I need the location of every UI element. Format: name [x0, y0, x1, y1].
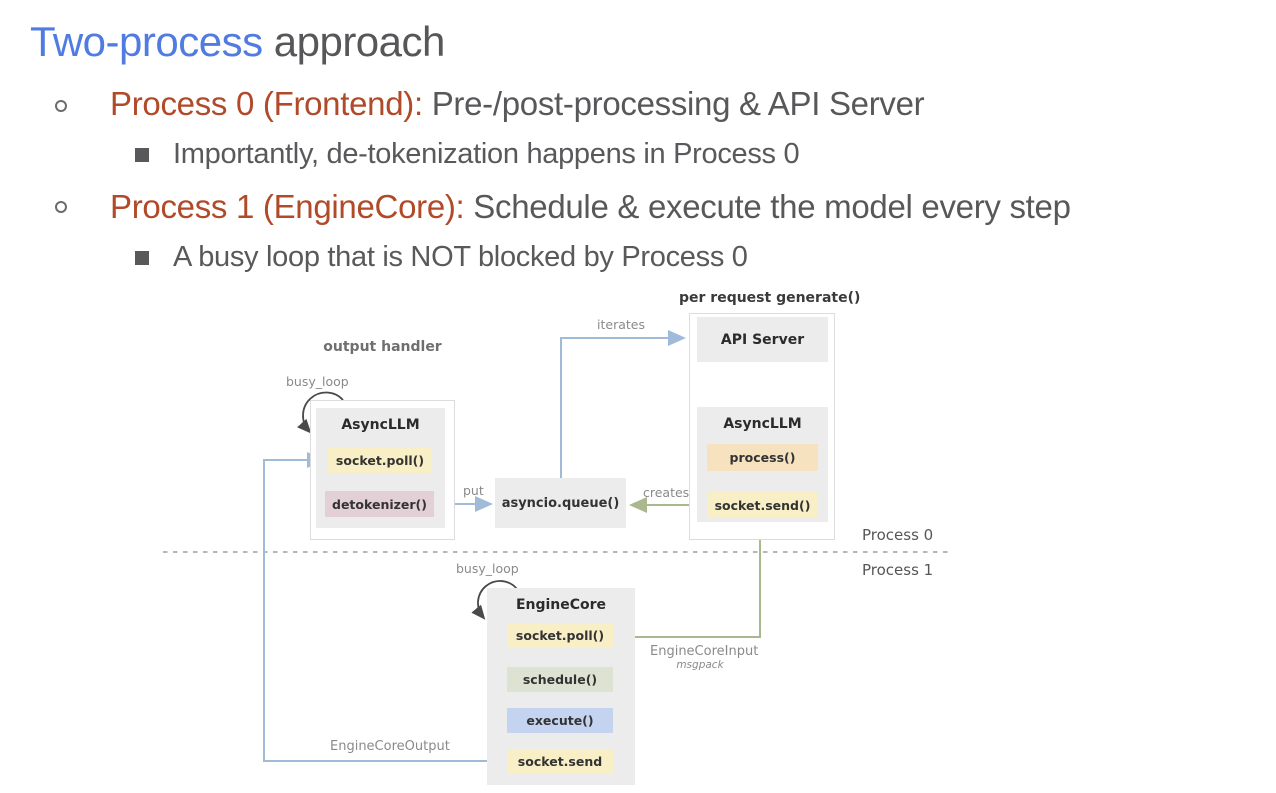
method-schedule: schedule() [507, 667, 613, 692]
bullet-process0-lead: Process 0 (Frontend): [110, 85, 423, 122]
iterates-label: iterates [597, 317, 645, 332]
title-highlight: Two-process [30, 18, 263, 65]
bullet-process0: Process 0 (Frontend): Pre-/post-processi… [110, 85, 925, 123]
busy-loop-arc-top-icon [297, 391, 344, 434]
process0-label: Process 0 [862, 526, 934, 544]
page-title: Two-process approach [30, 18, 445, 66]
engine-core-output-label: EngineCoreOutput [330, 739, 450, 754]
msgpack-label: msgpack [676, 659, 724, 671]
per-request-generate-label: per request generate() [679, 290, 861, 306]
method-socket-poll-engine: socket.poll() [507, 623, 613, 648]
method-socket-poll-left: socket.poll() [328, 447, 432, 473]
sub-bullet-busy-loop: A busy loop that is NOT blocked by Proce… [173, 241, 748, 273]
output-handler-label: output handler [323, 339, 442, 355]
api-server-title: API Server [720, 332, 805, 348]
creates-label: creates [643, 485, 690, 500]
method-process: process() [707, 444, 818, 471]
async-llm-left-title: AsyncLLM [341, 417, 420, 433]
engine-core-input-label-group: EngineCoreInput msgpack [650, 644, 759, 671]
bullet-square-icon [135, 251, 149, 265]
title-rest: approach [262, 18, 446, 65]
api-server-panel [697, 317, 828, 362]
bullet-process0-rest: Pre-/post-processing & API Server [422, 85, 925, 122]
engine-core-title: EngineCore [515, 597, 607, 613]
asyncio-queue-box: asyncio.queue() [495, 478, 626, 528]
method-socket-send-engine: socket.send [507, 749, 613, 774]
bullet-square-icon [135, 148, 149, 162]
arrow-engine-core-input [616, 519, 761, 645]
bullet-circle-icon [55, 100, 67, 112]
arrow-iterates [560, 330, 686, 478]
arrow-engine-core-output [263, 452, 507, 762]
process1-label: Process 1 [862, 561, 934, 579]
put-label: put [463, 483, 484, 498]
busy-loop-bottom-label: busy_loop [456, 561, 519, 576]
busy-loop-top-label: busy_loop [286, 374, 349, 389]
bullet-circle-icon [55, 201, 67, 213]
busy-loop-arc-bottom-icon [471, 580, 518, 620]
bullet-process1: Process 1 (EngineCore): Schedule & execu… [110, 188, 1071, 226]
bullet-process1-lead: Process 1 (EngineCore): [110, 188, 465, 225]
bullet-process1-rest: Schedule & execute the model every step [464, 188, 1071, 225]
async-llm-right-title: AsyncLLM [723, 416, 802, 432]
method-detokenizer: detokenizer() [325, 491, 434, 517]
engine-core-input-label: EngineCoreInput [650, 644, 759, 659]
method-socket-send-right: socket.send() [707, 492, 818, 518]
method-execute: execute() [507, 708, 613, 733]
sub-bullet-detokenization: Importantly, de-tokenization happens in … [173, 138, 800, 170]
